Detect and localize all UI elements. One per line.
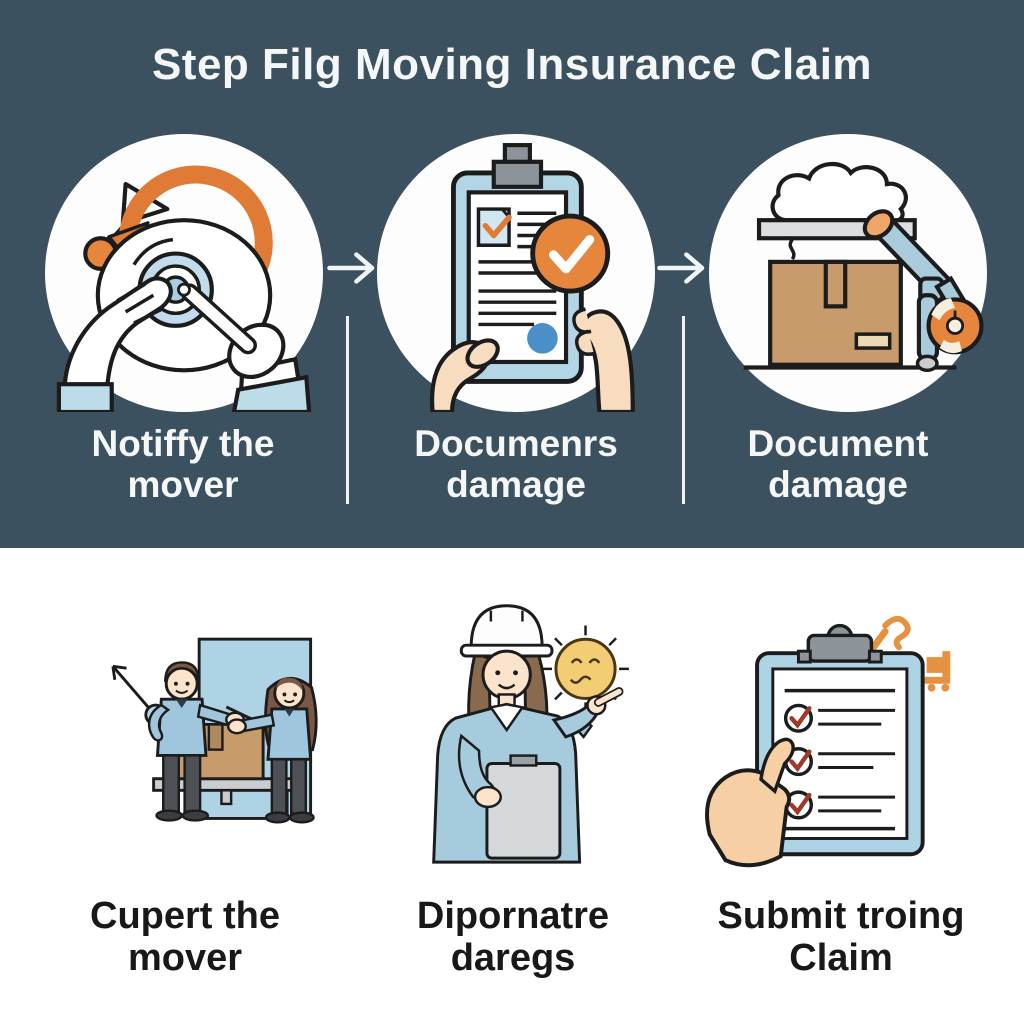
blue-seal [527,323,558,354]
step-circle-1 [45,134,323,412]
checkbox [476,207,511,247]
movers-handoff-icon [111,637,318,824]
smiley-sun [542,625,629,713]
bottom-label-line: Claim [789,936,893,979]
arrow-up-left [111,664,127,681]
orange-tool-glyph [869,615,911,651]
left-hand [62,276,173,412]
hard-hat [469,604,544,649]
box-label [854,332,892,350]
divider-vertical [346,316,349,504]
cuff [56,382,114,412]
orange-forklift-glyph [924,651,951,692]
cuff [231,374,312,412]
bottom-label-2: Dipornatre daregs [353,895,673,980]
inspector-rating-icon [432,604,629,864]
claim-checklist-icon [705,615,951,868]
step-label-2: Documenrs damage [366,423,666,505]
right-hand [581,309,635,412]
step-label-line: Document [747,423,929,464]
box-tape [823,259,848,309]
bottom-label-line: Dipornatre [416,895,610,937]
pointing-finger [184,286,254,351]
page-title: Step Filg Moving Insurance Claim [151,40,873,89]
bottom-label-line: mover [127,936,243,979]
step-label-line: damage [768,463,908,505]
checklist-item [783,703,896,733]
arrow-right-icon [657,252,705,284]
step-circle-3 [709,134,987,412]
thumb [759,737,795,795]
smoke-squiggle [788,238,796,261]
clipboard-clip [491,159,544,189]
bottom-label-3: Submit troing Claim [681,895,1001,980]
step-label-line: Documenrs [414,423,618,464]
damaged-box-crane-icon [743,162,984,373]
bottom-label-line: daregs [450,936,576,979]
bottom-label-line: Submit troing [717,895,965,937]
step-label-line: mover [127,463,239,505]
woman-shirt [266,707,313,761]
step-label-1: Notiffy the mover [33,423,333,505]
step-circle-2 [377,134,655,412]
man-pants [162,754,181,813]
hand [705,768,792,868]
bottom-label-1: Cupert the mover [25,895,345,980]
check-badge [530,213,611,294]
face [481,649,532,700]
clipboard [485,762,562,860]
cloud [770,162,908,223]
pointing-finger [595,688,622,706]
arrow-right-icon [327,252,375,284]
dial-notify-icon [56,165,312,412]
clipboard-check-icon [430,143,635,412]
step-label-line: Notiffy the [91,423,275,464]
bottom-label-line: Cupert the [90,895,280,937]
orange-arc-arrow [118,165,273,284]
step-label-line: damage [446,463,586,505]
divider-vertical [682,316,685,504]
clipboard-clip [806,633,874,663]
step-label-3: Document damage [688,423,988,505]
top-section: Step Filg Moving Insurance Claim [0,0,1024,548]
woman-pants [270,758,288,815]
